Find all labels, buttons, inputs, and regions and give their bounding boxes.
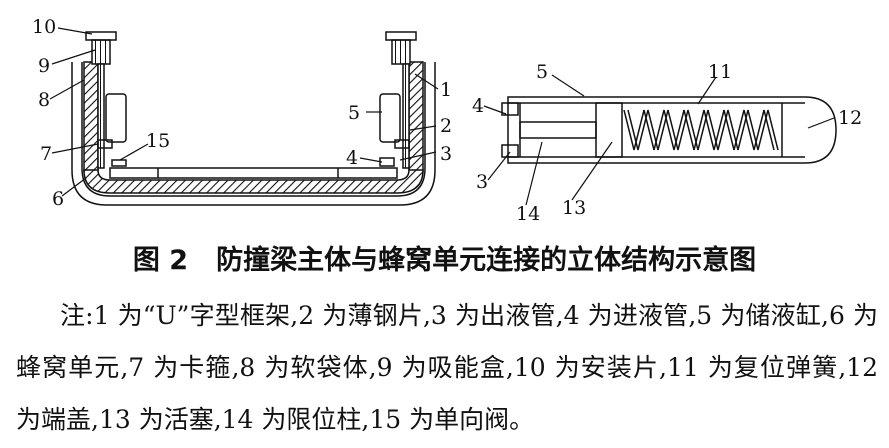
limit-post (519, 121, 597, 139)
figure-caption: 图 2 防撞梁主体与蜂窝单元连接的立体结构示意图 (0, 238, 889, 277)
clamp-right (394, 139, 410, 149)
pipe-right (379, 157, 395, 167)
label-r14: 14 (516, 203, 540, 225)
label-15: 15 (146, 130, 170, 152)
u-frame-outer (71, 62, 436, 206)
label-6: 6 (52, 188, 64, 210)
label-1: 1 (440, 79, 452, 101)
piston (595, 102, 623, 158)
structure-diagram: 10 9 8 7 6 15 1 5 2 4 3 5 11 4 12 3 14 1… (32, 16, 862, 225)
label-8: 8 (38, 89, 50, 111)
u-frame-inner (81, 62, 426, 197)
caption-number: 图 2 (132, 245, 189, 276)
label-4: 4 (346, 147, 358, 169)
return-spring (623, 109, 775, 151)
label-7: 7 (40, 143, 52, 165)
label-9: 9 (38, 55, 50, 77)
label-r4: 4 (472, 95, 484, 117)
reservoir-left (105, 93, 127, 143)
steel-sheet-right (402, 63, 410, 169)
cylinder-assembly (501, 96, 837, 164)
bottom-rail (109, 167, 398, 179)
label-3: 3 (440, 143, 452, 165)
left-labels: 10 9 8 7 6 15 1 5 2 4 3 (32, 16, 452, 210)
honeycomb-bottom (83, 169, 424, 194)
label-r3: 3 (476, 171, 488, 193)
cylinder-body (507, 96, 837, 164)
label-10: 10 (32, 16, 56, 38)
honeycomb-left-arm (83, 61, 99, 173)
label-5: 5 (348, 102, 360, 124)
mount-plate-left (85, 31, 117, 41)
label-r5: 5 (536, 61, 548, 83)
outlet-port (501, 144, 519, 158)
figure-note: 注:1 为“U”字型框架,2 为薄钢片,3 为出液管,4 为进液管,5 为储液缸… (16, 301, 878, 434)
label-r11: 11 (708, 61, 732, 83)
mount-plate-right (385, 31, 417, 41)
reservoir-right (379, 93, 401, 143)
energy-box-right (391, 39, 411, 65)
left-leader-lines (49, 27, 439, 197)
u-frame-assembly (71, 31, 436, 206)
right-leader-lines (483, 74, 835, 206)
label-r12: 12 (838, 107, 862, 129)
caption-title: 防撞梁主体与蜂窝单元连接的立体结构示意图 (216, 245, 757, 276)
energy-box-left (91, 39, 111, 65)
label-2: 2 (440, 115, 452, 137)
label-r13: 13 (562, 197, 586, 219)
inlet-port (501, 102, 519, 116)
right-labels: 5 11 4 12 3 14 13 (472, 61, 862, 225)
check-valve-left (111, 159, 127, 167)
steel-sheet-left (97, 63, 105, 169)
